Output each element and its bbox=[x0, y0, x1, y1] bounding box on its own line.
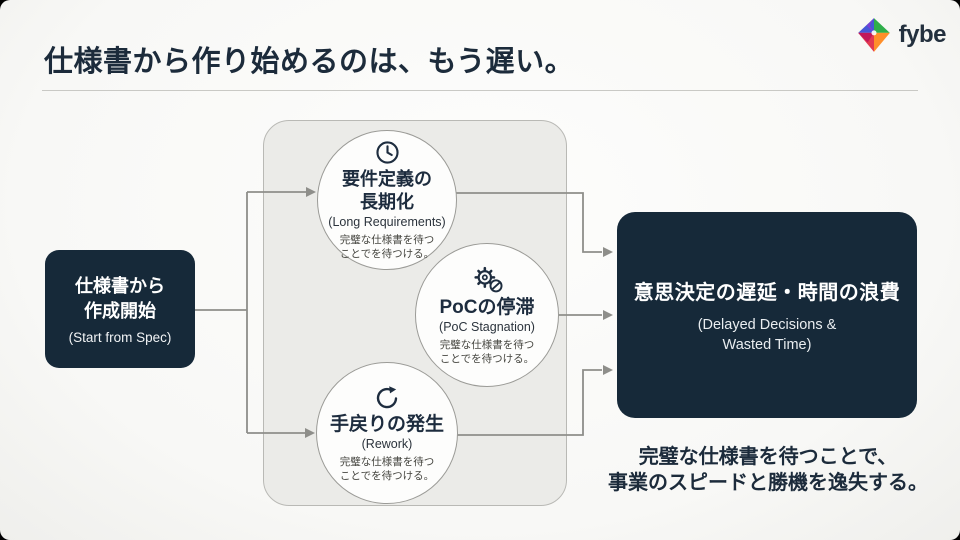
conclusion-line2: 事業のスピードと勝機を逸失する。 bbox=[608, 472, 928, 494]
arrowhead-result-top bbox=[603, 247, 613, 257]
problem1-note: 完璧な仕様書を待つ ことでを待つける。 bbox=[340, 233, 435, 261]
problem3-note-line2: ことでを待つける。 bbox=[339, 470, 435, 482]
result-subtitle: (Delayed Decisions & Wasted Time) bbox=[698, 315, 837, 355]
problem1-title-line1: 要件定義の bbox=[342, 169, 432, 189]
problem3-note-line1: 完璧な仕様書を待つ bbox=[339, 456, 435, 468]
gear-blocked-icon bbox=[471, 265, 504, 294]
problem2-note-line2: ことでを待つける。 bbox=[439, 352, 535, 365]
arrowhead-result-middle bbox=[603, 310, 613, 320]
problem2-note: 完璧な仕様書を待つ ことでを待つける。 bbox=[440, 338, 535, 366]
source-title-line2: 作成開始 bbox=[84, 300, 156, 321]
source-box: 仕様書から 作成開始 (Start from Spec) bbox=[45, 250, 195, 368]
problem1-subtitle: (Long Requirements) bbox=[328, 215, 446, 229]
problem2-note-line1: 完璧な仕様書を待つ bbox=[439, 338, 535, 351]
title-divider bbox=[42, 90, 918, 91]
source-subtitle: (Start from Spec) bbox=[68, 329, 172, 345]
brand-logo-text: fybe bbox=[898, 21, 947, 48]
rework-arrow-icon bbox=[373, 383, 401, 411]
problem1-title-line2: 長期化 bbox=[360, 192, 414, 212]
arrowhead-result-bottom bbox=[603, 365, 613, 375]
source-title-line1: 仕様書から bbox=[75, 275, 165, 296]
brand-logo: fybe bbox=[855, 16, 947, 54]
problem1-note-line1: 完璧な仕様書を待つ bbox=[339, 234, 435, 246]
result-subtitle-line2: Wasted Time) bbox=[722, 336, 812, 353]
problem3-note: 完璧な仕様書を待つ ことでを待つける。 bbox=[340, 455, 435, 483]
conclusion-text: 完璧な仕様書を待つことで、 事業のスピードと勝機を逸失する。 bbox=[600, 444, 936, 496]
problem-rework: 手戻りの発生 (Rework) 完璧な仕様書を待つ ことでを待つける。 bbox=[316, 362, 458, 504]
result-title: 意思決定の遅延・時間の浪費 bbox=[633, 281, 901, 304]
problem-long-requirements: 要件定義の 長期化 (Long Requirements) 完璧な仕様書を待つ … bbox=[317, 130, 457, 270]
result-box: 意思決定の遅延・時間の浪費 (Delayed Decisions & Waste… bbox=[617, 212, 917, 418]
problem3-title: 手戻りの発生 bbox=[329, 414, 444, 435]
clock-icon bbox=[374, 139, 401, 166]
page-title: 仕様書から作り始めるのは、もう遅い。 bbox=[44, 46, 575, 78]
problem2-title: PoCの停滞 bbox=[439, 296, 535, 318]
fybe-gem-icon bbox=[857, 18, 890, 52]
problem1-note-line2: ことでを待つける。 bbox=[339, 248, 435, 260]
problem2-subtitle: (PoC Stagnation) bbox=[439, 319, 535, 334]
problem3-subtitle: (Rework) bbox=[361, 437, 413, 451]
result-subtitle-line1: (Delayed Decisions & bbox=[697, 316, 837, 333]
problem-poc-stagnation: PoCの停滞 (PoC Stagnation) 完璧な仕様書を待つ ことでを待つ… bbox=[415, 243, 559, 387]
conclusion-line1: 完璧な仕様書を待つことで、 bbox=[638, 446, 898, 468]
